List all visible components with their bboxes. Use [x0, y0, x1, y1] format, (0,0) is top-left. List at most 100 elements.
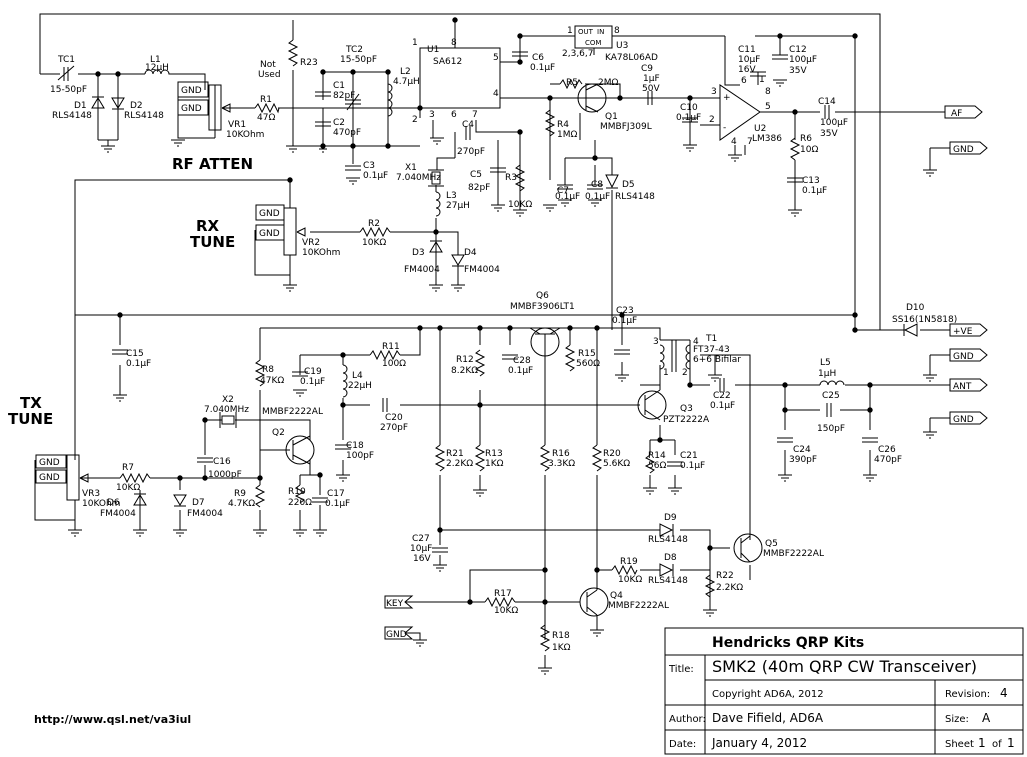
capacitor-c9	[647, 91, 653, 105]
part-d5-ref: D5	[622, 180, 635, 190]
capacitor-c12	[772, 54, 788, 60]
part-c11-value2: 16V	[738, 65, 756, 75]
ground-icon	[788, 209, 802, 217]
part-q3-value1: PZT2222A	[663, 415, 710, 425]
part-c14-value2: 35V	[820, 129, 838, 139]
ground-icon	[101, 145, 115, 153]
resistor-r14	[644, 454, 656, 474]
diode-d8	[659, 563, 674, 577]
resistor-r13	[474, 444, 486, 472]
junction-dot	[202, 417, 208, 423]
part-c11-value1: 10µF	[738, 55, 760, 65]
part-r17-ref: R17	[494, 589, 512, 599]
junction-dot	[852, 33, 858, 39]
inductor-l5	[819, 380, 845, 386]
ground-icon	[923, 374, 937, 382]
part-l2-ref: L2	[400, 67, 411, 77]
part-r2-value1: 10KΩ	[362, 238, 386, 248]
transistor-q2	[285, 435, 315, 465]
part-d10-ref: D10	[906, 303, 925, 313]
part-c15-value1: 0.1µF	[126, 359, 151, 369]
part-d6-ref: D6	[107, 498, 120, 508]
ground-icon	[313, 529, 327, 537]
junction-dot	[350, 143, 356, 149]
part-c7-ref: C7	[557, 186, 569, 196]
u2-pin-7: 7	[747, 137, 753, 147]
part-c1-ref: C1	[333, 81, 345, 91]
ground-icon	[283, 284, 297, 292]
part-r18-value1: 1KΩ	[552, 643, 571, 653]
ground-icon	[430, 137, 444, 145]
tb-revision-label: Revision:	[945, 689, 990, 700]
part-d2-value1: RLS4148	[124, 111, 164, 121]
resistor-r5	[559, 78, 583, 90]
diode-d1	[91, 96, 105, 109]
part-t1-value2: 6+6 Bifilar	[693, 355, 741, 365]
gnd-box-vr1-1	[177, 81, 209, 98]
part-r6-ref: R6	[800, 134, 812, 144]
junction-dot	[867, 382, 873, 388]
not-used-label-1: Not	[260, 60, 276, 70]
port-ant	[949, 378, 988, 392]
gnd-box-vr3-2	[35, 469, 67, 484]
junction-dot	[517, 59, 523, 65]
part-d8-value1: RLS4148	[648, 576, 688, 586]
u1-pin-2: 2	[412, 115, 418, 125]
junction-dot	[320, 143, 326, 149]
tb-size: A	[982, 711, 991, 725]
port-gnd-top	[949, 141, 988, 155]
resistor-r15	[564, 344, 576, 372]
part-c4-value1: 270pF	[457, 147, 485, 157]
capacitor-c27	[432, 547, 448, 553]
resistor-r1	[254, 102, 280, 114]
resistor-r4	[544, 109, 556, 137]
trimmer-tc2	[345, 93, 361, 111]
part-x2-ref: X2	[222, 395, 234, 405]
gnd-box-vr2-1	[255, 204, 285, 221]
junction-dot	[617, 95, 623, 101]
resistor-r19	[611, 564, 638, 576]
part-q2-value1: MMBF2222AL	[262, 407, 323, 417]
resistor-r21	[434, 444, 446, 472]
port-gnd-low-label: GND	[953, 415, 974, 425]
junction-dot	[317, 472, 323, 478]
junction-dot	[687, 382, 693, 388]
part-r13-value1: 1KΩ	[485, 459, 504, 469]
capacitor-c24	[777, 437, 793, 443]
capacitor-c14	[824, 105, 830, 119]
part-c16-value1: 1000pF	[208, 470, 242, 480]
ground-icon	[923, 431, 937, 439]
resistor-r16	[539, 444, 551, 472]
component-symbols	[35, 17, 1024, 755]
part-c21-ref: C21	[680, 451, 698, 461]
tb-sheet: 1	[978, 736, 986, 750]
transistor-q6	[529, 327, 561, 370]
part-d1-ref: D1	[74, 101, 87, 111]
resistor-r18	[539, 624, 551, 652]
part-q5-ref: Q5	[765, 539, 778, 549]
inductor-l2	[387, 83, 393, 117]
part-r18-ref: R18	[552, 631, 570, 641]
ground-icon	[773, 79, 787, 87]
part-r22-ref: R22	[716, 571, 734, 581]
part-c3-ref: C3	[363, 161, 375, 171]
resistor-r3	[514, 164, 526, 192]
capacitor-c2	[315, 121, 331, 127]
part-c22-value1: 0.1µF	[710, 401, 735, 411]
u1-pin-5: 5	[493, 53, 499, 63]
junction-dot	[782, 407, 788, 413]
part-r2-ref: R2	[368, 219, 380, 229]
part-r22-value1: 2.2KΩ	[716, 583, 743, 593]
part-l2-value1: 4.7µH	[393, 77, 420, 87]
tb-sheet-total: 1	[1007, 736, 1015, 750]
resistor-r8	[254, 359, 266, 387]
part-c9-ref: C9	[641, 64, 653, 74]
ground-icon	[615, 374, 629, 382]
source-url[interactable]: http://www.qsl.net/va3iul	[34, 713, 191, 726]
transistor-q4	[579, 587, 609, 617]
part-r16-ref: R16	[552, 449, 570, 459]
part-r9-ref: R9	[234, 489, 246, 499]
part-u1-ref: U1	[427, 45, 439, 55]
port-vcc	[949, 323, 988, 337]
part-vr3-ref: VR3	[82, 489, 100, 499]
